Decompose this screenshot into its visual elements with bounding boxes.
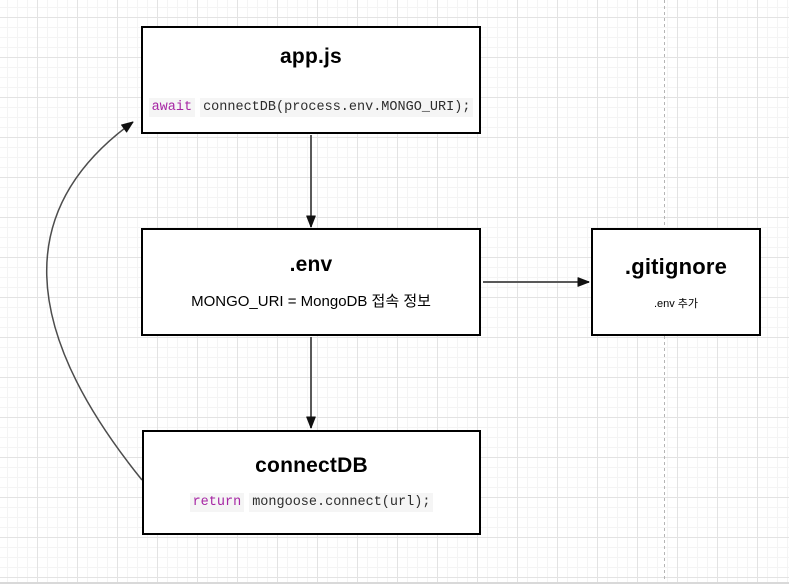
code-body: connectDB(process.env.MONGO_URI); <box>200 97 474 117</box>
node-gitignore-title: .gitignore <box>624 254 728 279</box>
node-connectdb-title: connectDB <box>255 454 368 477</box>
canvas-bottom-edge <box>0 582 789 584</box>
node-gitignore-subtitle: .env 추가 <box>653 298 699 310</box>
code-keyword: return <box>189 493 245 512</box>
code-keyword: await <box>148 97 196 117</box>
node-appjs-title: app.js <box>280 44 342 68</box>
arrow-connectdb-to-appjs[interactable] <box>46 121 143 481</box>
code-body: mongoose.connect(url); <box>249 493 434 512</box>
node-gitignore[interactable]: .gitignore .env 추가 <box>591 228 761 336</box>
node-env-subtitle: MONGO_URI = MongoDB 접속 정보 <box>191 293 431 310</box>
node-env[interactable]: .env MONGO_URI = MongoDB 접속 정보 <box>141 228 481 336</box>
node-env-title: .env <box>289 253 333 276</box>
